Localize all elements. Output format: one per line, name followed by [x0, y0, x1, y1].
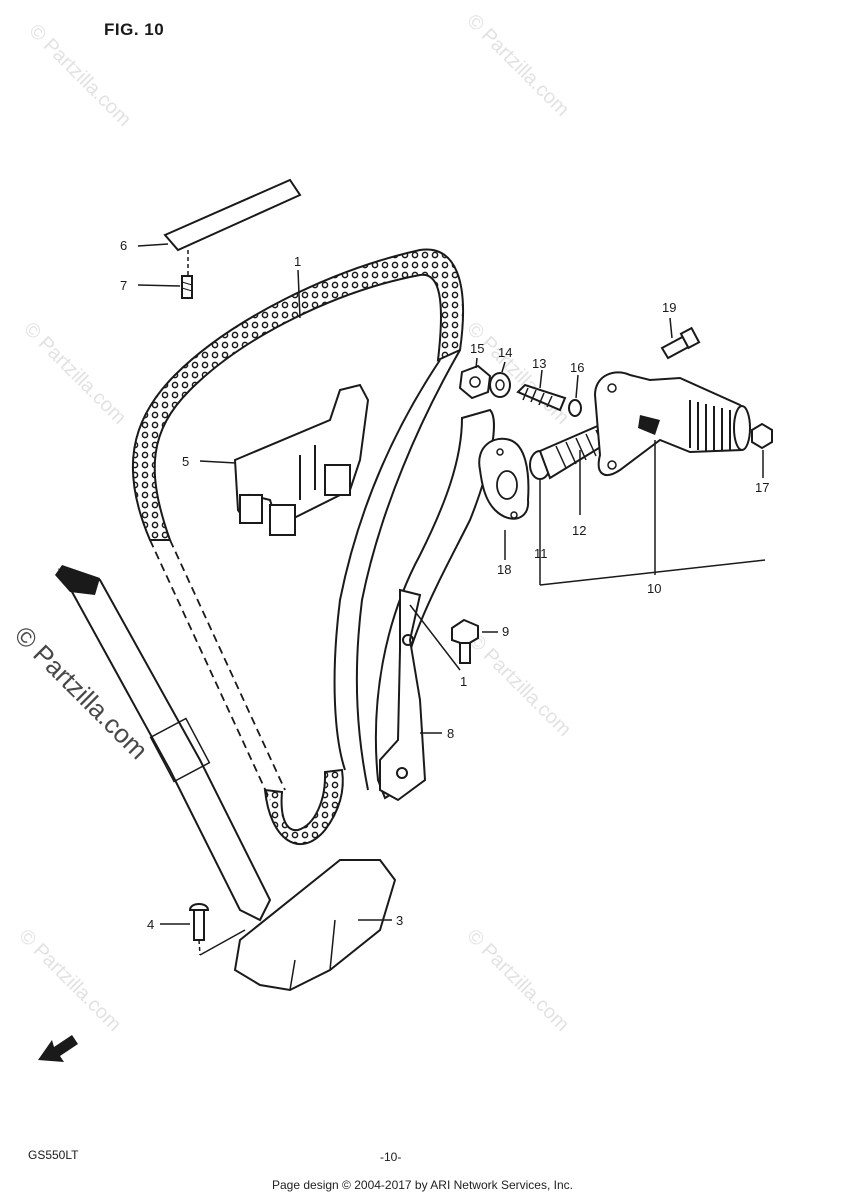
figure-title: FIG. 10 [104, 20, 165, 39]
callout-9: 9 [502, 624, 509, 639]
o-ring-16 [568, 399, 582, 417]
front-arrow-icon [38, 1035, 78, 1062]
gasket-18 [478, 437, 530, 520]
callout-18: 18 [497, 562, 511, 577]
callout-16: 16 [570, 360, 584, 375]
model-code: GS550LT [28, 1148, 79, 1162]
callout-12: 12 [572, 523, 586, 538]
upper-chain-guide [233, 383, 370, 536]
callout-14: 14 [498, 345, 512, 360]
callout-1: 1 [294, 254, 301, 269]
tensioner-body-10 [593, 371, 751, 476]
callout-7: 7 [120, 278, 127, 293]
callout-15: 15 [470, 341, 484, 356]
callout-4: 4 [147, 917, 154, 932]
callout-10: 10 [647, 581, 661, 596]
lower-chain-guide [233, 859, 397, 992]
page-number: -10- [380, 1150, 402, 1164]
lock-nut-17 [751, 422, 773, 450]
callout-3: 3 [396, 913, 403, 928]
callout-19: 19 [662, 300, 676, 315]
page-footer: Page design © 2004-2017 by ARI Network S… [271, 1178, 573, 1192]
callout-1-lower: 1 [460, 674, 467, 689]
callout-labels: 1 1 3 4 5 6 7 8 9 10 11 12 13 14 15 16 1… [120, 238, 769, 932]
screw-7 [181, 275, 193, 299]
screw-4 [188, 903, 210, 956]
chain-guide-right [333, 349, 461, 791]
callout-17: 17 [755, 480, 769, 495]
push-rod-11-12 [529, 423, 614, 480]
leader-lines [137, 243, 766, 956]
bolt-9 [451, 618, 479, 664]
callout-8: 8 [447, 726, 454, 741]
callout-11: 11 [534, 546, 548, 561]
callout-5: 5 [182, 454, 189, 469]
washer-14 [489, 372, 511, 398]
callout-13: 13 [532, 356, 546, 371]
bolt-19 [660, 326, 701, 360]
chain-tensioner-guide [374, 408, 495, 802]
callout-6: 6 [120, 238, 127, 253]
top-chain-guide [163, 178, 302, 275]
adjuster-screw-13 [516, 383, 567, 412]
chain-guide-left [55, 565, 272, 922]
tensioner-nut-15 [458, 364, 492, 400]
